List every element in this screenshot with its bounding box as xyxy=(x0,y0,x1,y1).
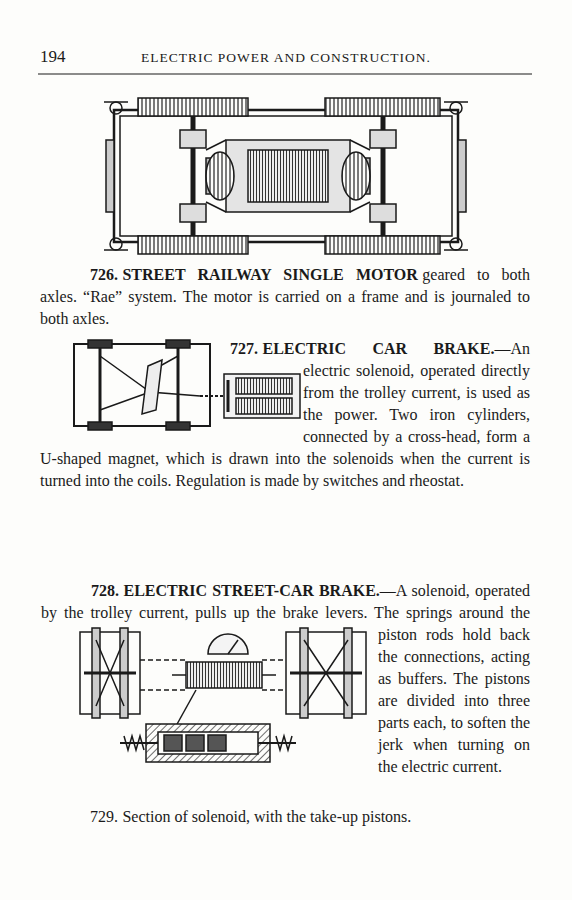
page-number: 194 xyxy=(40,47,66,67)
paragraph: 729.Section of solenoid, with the take-u… xyxy=(40,806,530,828)
figure-number: 726. xyxy=(90,266,118,283)
figure-heading: ELECTRIC STREET-CAR BRAKE. xyxy=(123,582,379,599)
float-spacer xyxy=(40,338,230,360)
figure-number: 728. xyxy=(91,582,119,599)
rae-truck xyxy=(104,98,468,254)
figure-description: —A solenoid, operated by the trolley cur… xyxy=(41,582,530,775)
figure-number: 727. xyxy=(230,340,258,357)
float-spacer xyxy=(40,624,378,800)
figure-description: —An electric solenoid, operated directly… xyxy=(40,340,530,489)
paragraph: 726.STREET RAILWAY SINGLE MOTORgeared to… xyxy=(40,264,530,330)
figure-heading: ELECTRIC CAR BRAKE. xyxy=(262,340,494,357)
figure-heading: STREET RAILWAY SINGLE MOTOR xyxy=(122,266,417,283)
paragraph: 727.ELECTRIC CAR BRAKE.—An electric sole… xyxy=(40,338,530,492)
paragraph: 728.ELECTRIC STREET-CAR BRAKE.—A solenoi… xyxy=(40,580,530,800)
figure-number: 729. xyxy=(90,808,118,825)
running-title: ELECTRIC POWER AND CONSTRUCTION. xyxy=(40,50,532,66)
head-rule xyxy=(38,73,532,74)
float-spacer xyxy=(40,580,41,624)
float-spacer xyxy=(40,360,303,448)
figure-description: Section of solenoid, with the take-up pi… xyxy=(122,808,411,825)
street-car-brake xyxy=(80,628,366,762)
